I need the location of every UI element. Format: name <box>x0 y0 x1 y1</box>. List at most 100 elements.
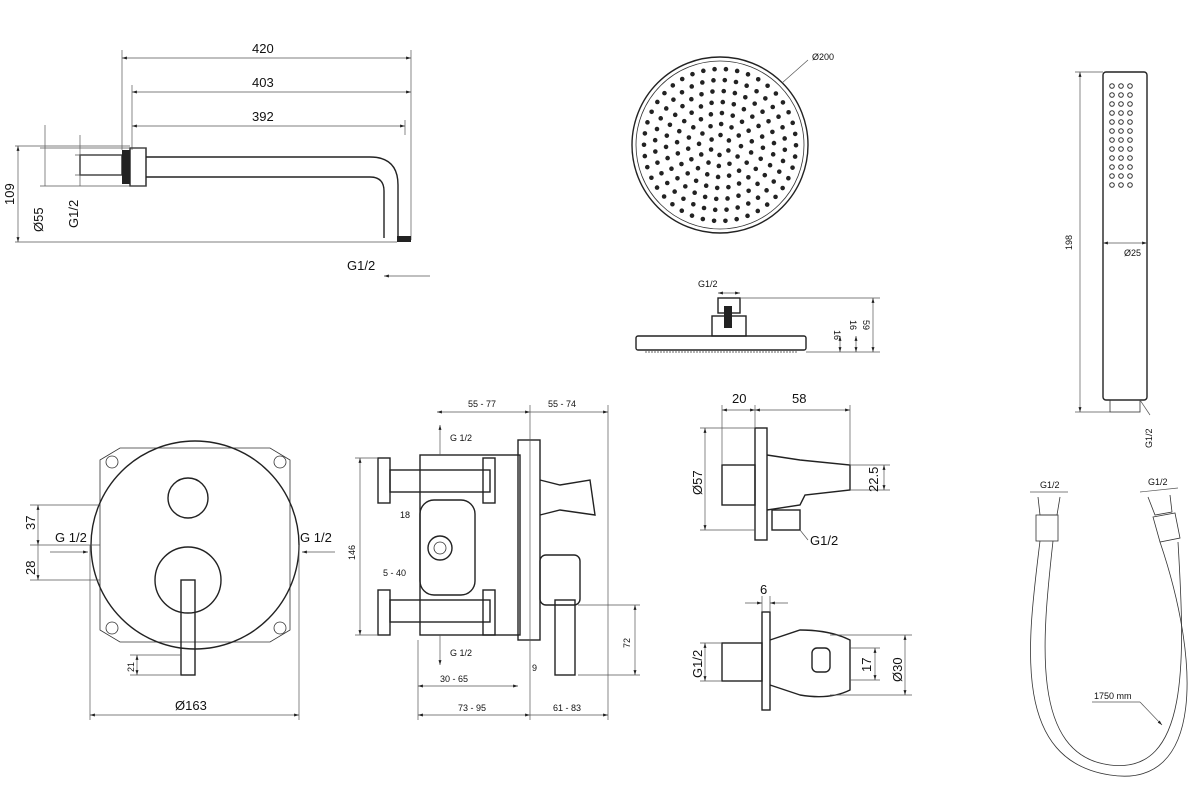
nozzle-hole <box>711 218 717 224</box>
nozzle-hole <box>714 185 720 191</box>
nozzle-hole <box>681 118 687 124</box>
dim-37: 37 <box>23 516 38 530</box>
nozzle-hole <box>659 170 664 176</box>
nozzle-hole <box>689 156 694 162</box>
hand-nozzle-hole <box>1127 137 1133 143</box>
dim-g12-left: G 1/2 <box>55 530 87 545</box>
dim-55-77: 55 - 77 <box>468 399 496 409</box>
nozzle-hole <box>776 114 781 120</box>
hand-nozzle-hole <box>1109 155 1115 161</box>
nozzle-hole <box>711 78 716 83</box>
nozzle-hole <box>745 201 751 206</box>
nozzle-hole <box>726 173 732 178</box>
nozzle-hole <box>729 125 734 130</box>
nozzle-hole <box>685 146 691 151</box>
dim-g12-hose-right: G1/2 <box>1148 477 1168 487</box>
nozzle-hole <box>641 142 647 148</box>
nozzle-hole <box>693 178 699 184</box>
nozzle-hole <box>764 188 769 193</box>
nozzle-hole <box>676 128 682 134</box>
nozzle-hole <box>663 144 669 150</box>
nozzle-hole <box>726 138 732 143</box>
nozzle-hole <box>653 149 658 154</box>
dim-d25: Ø25 <box>1124 248 1141 258</box>
hand-nozzle-hole <box>1127 110 1133 116</box>
nozzle-hole <box>669 166 674 171</box>
nozzle-hole <box>723 66 729 72</box>
dim-9: 9 <box>532 663 537 673</box>
nozzle-hole <box>642 131 648 136</box>
nozzle-hole <box>763 96 768 101</box>
hand-nozzle-hole <box>1109 119 1115 125</box>
nozzle-hole <box>679 89 685 95</box>
nozzle-hole <box>767 162 773 168</box>
nozzle-hole <box>776 169 782 174</box>
hand-nozzle-hole <box>1118 173 1124 179</box>
nozzle-hole <box>655 99 660 105</box>
nozzle-hole <box>780 125 785 130</box>
nozzle-hole <box>712 66 717 72</box>
dim-30-65: 30 - 65 <box>440 674 468 684</box>
hand-nozzle-hole <box>1118 146 1124 152</box>
nozzle-hole <box>662 90 667 96</box>
nozzle-hole <box>771 140 777 146</box>
hand-nozzle-hole <box>1109 182 1115 188</box>
nozzle-hole <box>753 166 759 172</box>
nozzle-hole <box>686 135 692 140</box>
nozzle-hole <box>780 100 786 105</box>
dim-73-95: 73 - 95 <box>458 703 486 713</box>
hand-nozzle-hole <box>1109 164 1115 170</box>
nozzle-hole <box>680 103 685 109</box>
nozzle-hole <box>755 208 761 214</box>
nozzle-hole <box>698 152 704 157</box>
nozzle-hole <box>722 77 728 83</box>
dim-d163: Ø163 <box>175 698 207 713</box>
nozzle-hole <box>679 161 684 167</box>
hand-nozzle-hole <box>1127 83 1133 89</box>
nozzle-hole <box>764 202 770 207</box>
nozzle-hole <box>670 201 675 207</box>
shower-head-side-view: G1/2 16 16 59 <box>635 279 880 353</box>
nozzle-hole <box>746 188 751 194</box>
dim-g12-arm: G1/2 <box>66 200 81 228</box>
nozzle-hole <box>679 208 685 213</box>
nozzle-hole <box>652 137 658 143</box>
dim-198: 198 <box>1064 235 1074 250</box>
nozzle-hole <box>724 207 729 212</box>
nozzle-hole <box>744 160 749 165</box>
dim-17: 17 <box>859 658 874 672</box>
nozzle-hole <box>672 112 678 118</box>
dim-1750mm: 1750 mm <box>1094 691 1132 701</box>
dim-420: 420 <box>252 41 274 56</box>
hand-nozzle-hole <box>1109 173 1115 179</box>
nozzle-hole <box>754 88 759 94</box>
dim-d200: Ø200 <box>812 52 834 62</box>
wall-outlet-drawing: 20 58 Ø57 22.5 G1/2 <box>690 391 890 548</box>
nozzle-hole <box>665 155 670 161</box>
mixer-body-side-view: 55 - 77 55 - 74 G 1/2 146 18 5 - 40 G 1/… <box>347 399 640 720</box>
nozzle-hole <box>771 179 777 184</box>
hand-nozzle-hole <box>1109 137 1115 143</box>
nozzle-hole <box>780 158 786 164</box>
dim-g12-outlet: G1/2 <box>810 533 838 548</box>
nozzle-hole <box>649 175 654 181</box>
dim-72: 72 <box>622 638 632 648</box>
nozzle-hole <box>664 180 670 186</box>
nozzle-hole <box>782 147 788 153</box>
dim-16b: 16 <box>848 320 858 330</box>
wall-holder-drawing: 6 G1/2 17 Ø30 <box>690 582 912 711</box>
nozzle-hole <box>667 122 673 128</box>
nozzle-hole <box>683 184 688 189</box>
hand-nozzle-hole <box>1127 119 1133 125</box>
nozzle-hole <box>773 194 778 200</box>
nozzle-hole <box>700 131 705 136</box>
nozzle-hole <box>715 174 721 180</box>
dim-109: 109 <box>2 183 17 205</box>
hand-nozzle-hole <box>1127 92 1133 98</box>
nozzle-hole <box>691 201 696 207</box>
dim-61-83: 61 - 83 <box>553 703 581 713</box>
nozzle-hole <box>689 96 694 102</box>
hand-nozzle-hole <box>1127 182 1133 188</box>
nozzle-hole <box>654 185 660 190</box>
nozzle-hole <box>670 83 676 88</box>
